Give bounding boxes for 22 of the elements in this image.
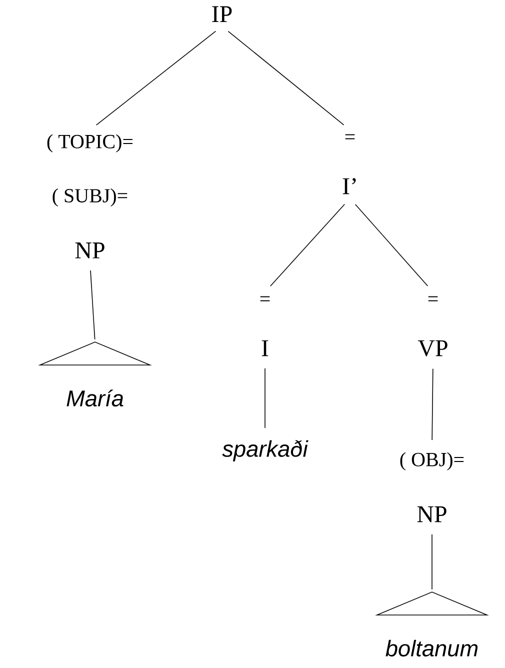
tree-branch xyxy=(228,30,344,126)
category-label: I’ xyxy=(342,178,356,194)
category-label: IP xyxy=(212,6,232,22)
leaf-word: sparkaði xyxy=(222,440,308,462)
tree-branch xyxy=(90,270,96,340)
leaf-word: María xyxy=(66,390,124,406)
annotation: ( SUBJ)= xyxy=(52,188,128,207)
category-label: VP xyxy=(418,340,448,356)
category-label: NP xyxy=(417,506,446,522)
annotation: ( OBJ)= xyxy=(400,452,464,470)
annotation: = xyxy=(428,296,438,302)
tree-branch xyxy=(264,368,266,428)
annotation: ( TOPIC)= xyxy=(47,134,133,152)
category-label: NP xyxy=(75,242,104,258)
category-label: I xyxy=(262,340,268,356)
tree-branch xyxy=(270,204,346,286)
annotation: = xyxy=(345,134,355,140)
annotation: = xyxy=(260,296,270,302)
tree-branch xyxy=(432,368,434,440)
tree-branch xyxy=(96,30,216,126)
tree-branch xyxy=(354,204,428,286)
leaf-word: boltanum xyxy=(386,640,478,656)
